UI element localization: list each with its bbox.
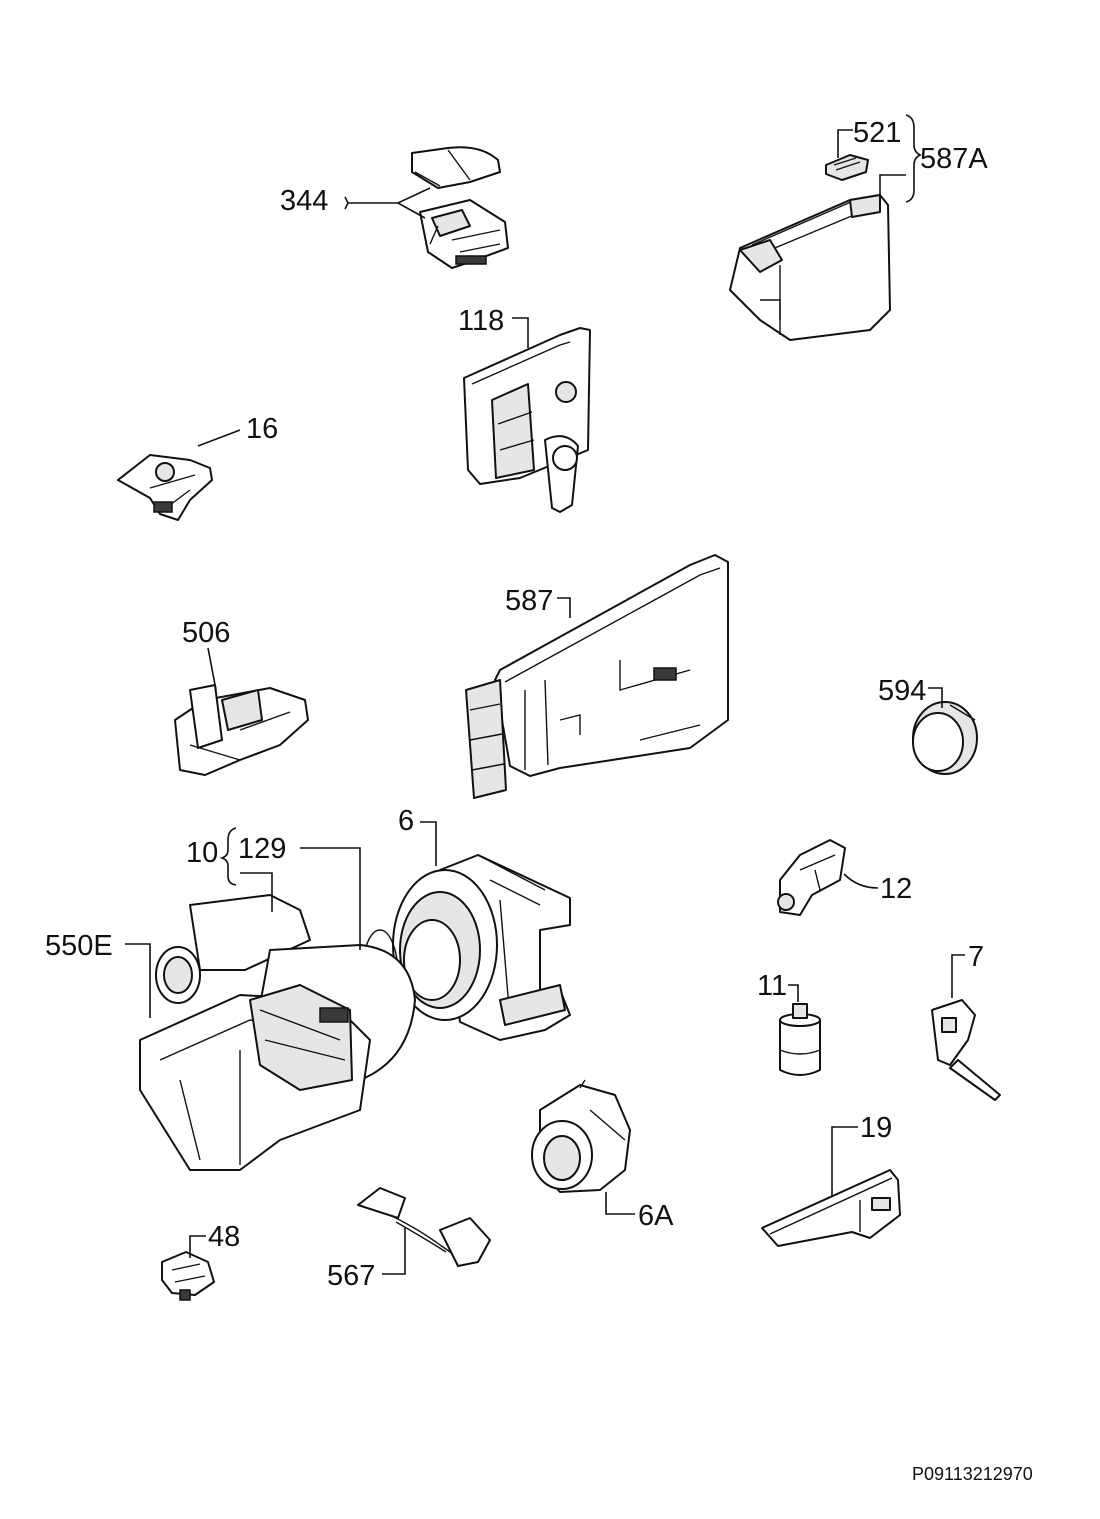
part-506-callout: 506: [182, 617, 230, 691]
part-19-rail: [761, 1169, 901, 1247]
part-344-door-lock: [411, 146, 509, 269]
part-19-callout: 19: [831, 1112, 892, 1196]
part-6-circulation-pump: [392, 854, 571, 1041]
callout-6: 6: [398, 805, 414, 837]
callout-19: 19: [860, 1112, 892, 1144]
part-16-callout: 16: [197, 413, 278, 447]
part-594-callout: 594: [878, 675, 943, 708]
callout-16: 16: [246, 413, 278, 445]
part-587-control-board: [465, 554, 729, 799]
part-521-connector: [825, 154, 869, 181]
part-587a-control-module: [729, 194, 891, 341]
callout-521: 521: [853, 117, 901, 149]
part-594-cap: [912, 701, 978, 775]
part-6-callout: 6: [398, 805, 437, 866]
part-7-callout: 7: [951, 941, 984, 998]
part-12-callout: 12: [843, 873, 912, 905]
callout-567: 567: [327, 1260, 375, 1292]
callout-594: 594: [878, 675, 926, 707]
part-506-bracket: [174, 684, 309, 776]
callout-6a: 6A: [638, 1200, 674, 1232]
part-6a-drain-pump: [531, 1079, 631, 1193]
callout-587: 587: [505, 585, 553, 617]
part-550e-sump-heater: [139, 894, 416, 1171]
part-118-callout: 118: [458, 305, 529, 348]
part-550e-callout: 550E: [45, 930, 151, 1018]
part-48-callout: 48: [189, 1221, 240, 1258]
callout-48: 48: [208, 1221, 240, 1253]
callout-550e: 550E: [45, 930, 113, 962]
part-10-129-callout: 10 129: [186, 827, 361, 950]
part-12-valve: [777, 839, 846, 916]
part-16-sensor: [117, 454, 213, 521]
part-11-capacitor: [779, 1003, 821, 1076]
part-567-callout: 567: [327, 1228, 406, 1292]
part-521-587a-callout: 521 587A: [837, 114, 988, 203]
part-567-harness: [357, 1187, 491, 1267]
part-587-callout: 587: [505, 585, 571, 618]
part-7-switch: [931, 999, 1001, 1101]
part-11-callout: 11: [757, 970, 799, 1002]
part-48-sensor: [161, 1251, 215, 1301]
callout-587a: 587A: [920, 143, 988, 175]
part-118-detergent-dispenser: [463, 327, 591, 513]
part-344-callout: 344: [280, 185, 431, 219]
callout-129: 129: [238, 833, 286, 865]
callout-118: 118: [458, 305, 504, 337]
callout-7: 7: [968, 941, 984, 973]
callout-344: 344: [280, 185, 328, 217]
callout-12: 12: [880, 873, 912, 905]
callout-506: 506: [182, 617, 230, 649]
part-6a-callout: 6A: [605, 1192, 674, 1232]
callout-10: 10: [186, 837, 218, 869]
callout-11: 11: [757, 970, 787, 1002]
drawing-code: P09113212970: [912, 1464, 1033, 1484]
